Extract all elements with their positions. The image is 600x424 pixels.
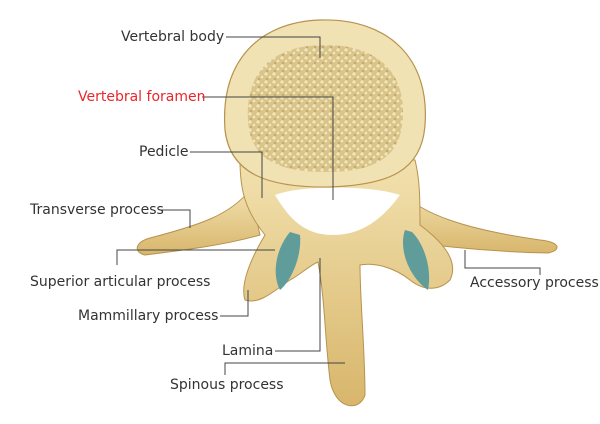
label-vertebral-foramen: Vertebral foramen [78,89,206,105]
label-superior-articular-process: Superior articular process [30,274,211,290]
posterior-arch [239,159,454,407]
label-accessory-process: Accessory process [470,275,599,291]
leader-lines [116,36,541,375]
right-transverse-process [394,188,558,254]
leader-vertebral-foramen [202,96,334,200]
leader-accessory-process [464,250,541,275]
left-articular-facet [275,232,301,290]
label-spinous-process: Spinous process [170,377,284,393]
vertebral-foramen-opening [275,187,400,235]
leader-transverse-process [161,209,191,228]
leader-mammillary-process [220,290,249,317]
label-mammillary-process: Mammillary process [78,308,219,324]
label-transverse-process: Transverse process [30,202,164,218]
leader-spinous-process [224,362,345,375]
left-transverse-process [136,188,261,256]
label-vertebral-body: Vertebral body [121,29,225,45]
leader-superior-articular-process [116,249,275,265]
right-articular-facet [402,230,430,290]
spongy-bone [247,45,403,172]
leader-lamina [275,258,321,352]
label-pedicle: Pedicle [139,144,189,160]
leader-pedicle [190,151,263,198]
label-lamina: Lamina [222,343,274,359]
leader-vertebral-body [226,36,321,58]
